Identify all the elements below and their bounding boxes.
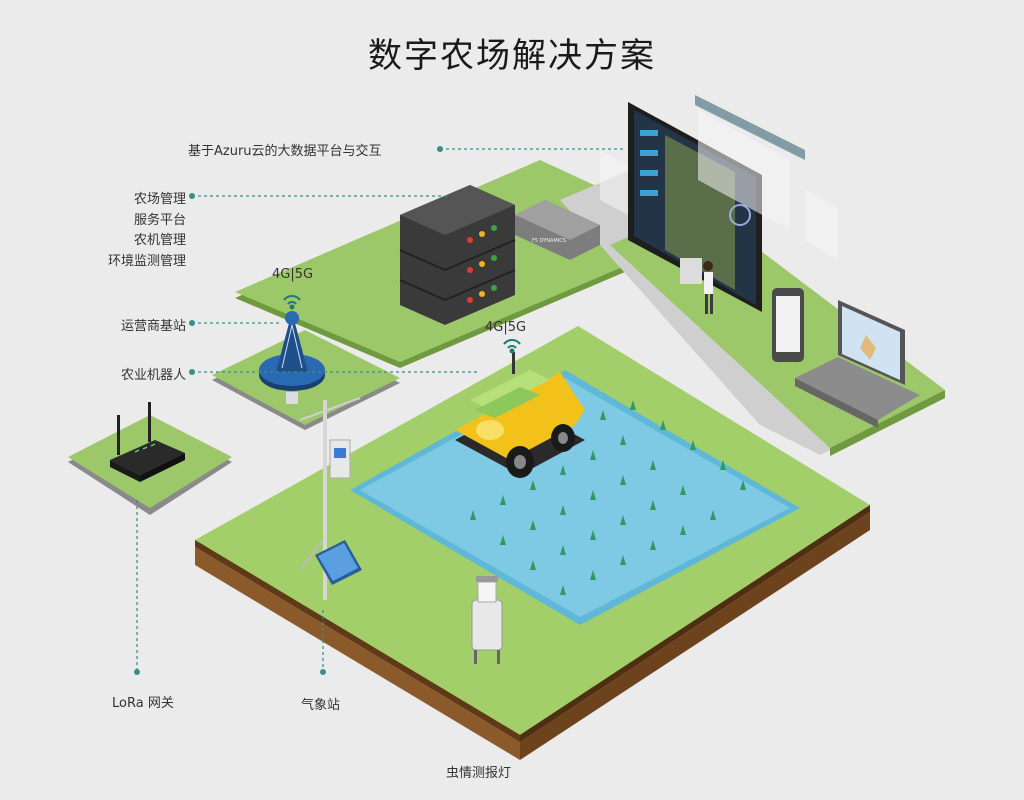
lora-gateway-label: LoRa 网关 [112,696,174,711]
phone-icon [772,288,804,362]
server-icon [399,185,516,325]
insect-lamp-label: 虫情测报灯 [446,766,512,781]
insect-lamp-icon [471,576,503,664]
weather-station-icon [299,397,362,600]
farm-island [195,326,870,760]
hologram-panels [600,95,838,260]
wifi-icon [503,339,521,354]
wifi-icon [283,295,301,310]
robot-icon [455,352,585,478]
network-appliance: F5 DYNAMICS [515,200,600,260]
management-label-service: 服务平台 [133,213,186,228]
page-title: 数字农场解决方案 [368,36,656,76]
base-station-label: 运营商基站 [120,319,186,334]
signal-robot-label: 4G|5G [485,320,527,335]
device-brand-label: F5 DYNAMICS [532,238,566,244]
tower-icon [259,311,325,404]
robot-label: 农业机器人 [120,368,186,383]
weather-station-label: 气象站 [301,698,341,713]
cloud-platform-label: 基于Azuru云的大数据平台与交互 [188,144,382,159]
operator-figure [680,258,713,314]
signal-tower-label: 4G|5G [272,267,314,282]
router-icon [110,402,185,482]
management-label-machinery: 农机管理 [133,233,186,248]
laptop-icon [795,300,920,428]
callout-lines [134,146,625,675]
management-label-farm: 农场管理 [133,192,186,207]
management-label-environment: 环境监测管理 [107,254,186,269]
